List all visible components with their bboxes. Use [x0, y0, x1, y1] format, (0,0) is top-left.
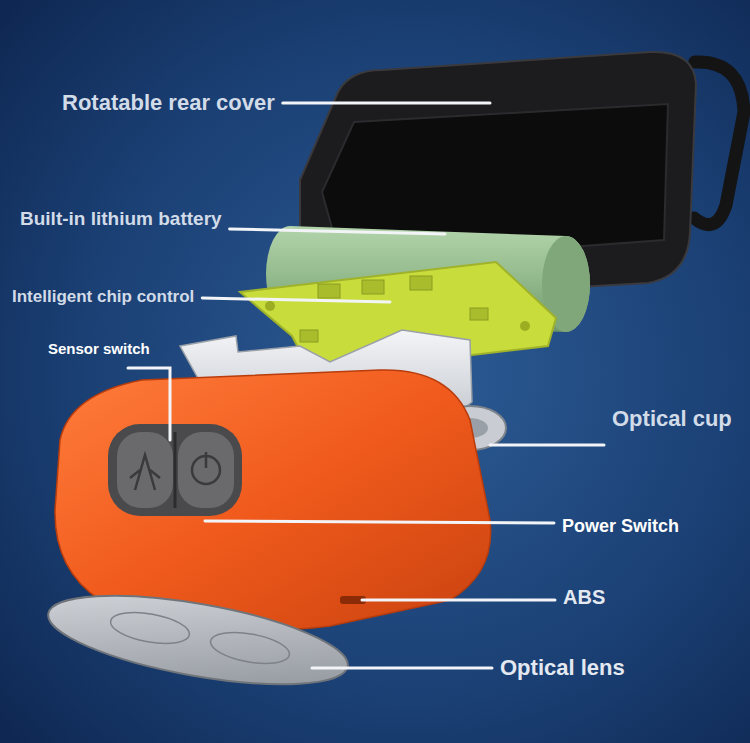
optical-lens: [42, 578, 354, 702]
leader-line: [362, 599, 555, 602]
part-label: ABS: [563, 586, 605, 609]
leader-line: [202, 298, 390, 302]
abs-housing: [55, 370, 491, 630]
leader-line: [283, 102, 490, 105]
part-label: Optical cup: [612, 406, 732, 431]
leader-line: [490, 444, 604, 447]
leader-line: [230, 229, 445, 234]
part-label: Power Switch: [562, 516, 679, 537]
leader-line: [128, 368, 170, 440]
part-label: Rotatable rear cover: [62, 90, 275, 115]
part-label: Built-in lithium battery: [20, 208, 222, 230]
leader-line: [312, 667, 492, 670]
part-label: Intelligent chip control: [12, 287, 194, 307]
part-label: Sensor switch: [48, 340, 150, 357]
part-label: Optical lens: [500, 655, 625, 680]
leader-line: [205, 521, 554, 523]
